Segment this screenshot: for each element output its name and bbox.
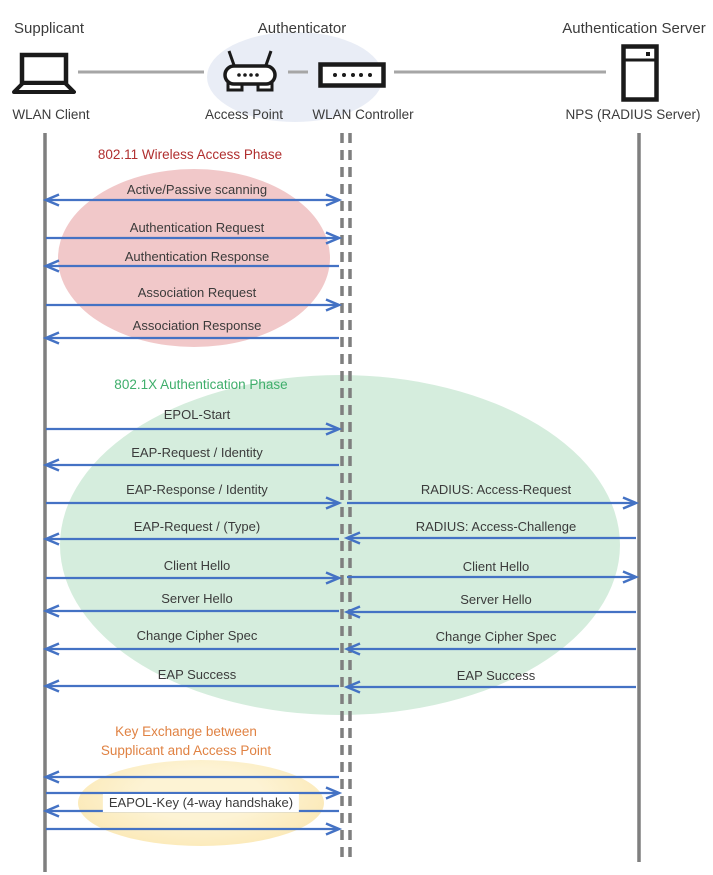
message-label: Client Hello (462, 559, 530, 574)
phase2-ellipse (60, 375, 620, 715)
phase3-title: Key Exchange between Supplicant and Acce… (101, 722, 271, 760)
message-label: EPOL-Start (163, 407, 231, 422)
wlan-controller-icon (318, 62, 386, 88)
message-arrow-left-13 (42, 770, 339, 784)
device-label-wlan-controller: WLAN Controller (312, 107, 414, 122)
message-arrow-left-5 (46, 422, 343, 436)
message-label: EAP-Request / (Type) (133, 519, 261, 534)
message-label: Authentication Request (129, 220, 265, 235)
message-arrow-right-0 (347, 496, 640, 510)
message-arrow-right-4 (343, 642, 636, 656)
message-label: EAPOL-Key (4-way handshake) (102, 794, 300, 812)
message-arrow-left-4 (42, 331, 339, 345)
message-arrow-right-5 (343, 680, 636, 694)
message-label: Association Response (132, 318, 262, 333)
message-arrow-left-11 (42, 642, 339, 656)
message-label: Authentication Response (124, 249, 270, 264)
device-label-nps-server: NPS (RADIUS Server) (565, 107, 701, 122)
message-arrow-left-6 (42, 458, 339, 472)
device-label-access-point: Access Point (204, 107, 284, 122)
message-label: RADIUS: Access-Request (420, 482, 572, 497)
message-arrow-left-16 (46, 822, 343, 836)
message-arrow-left-10 (42, 604, 339, 618)
message-label: EAP Success (157, 667, 237, 682)
phase2-title: 802.1X Authentication Phase (114, 377, 288, 392)
message-arrow-left-9 (46, 571, 343, 585)
message-arrow-left-14 (46, 786, 343, 800)
message-label: Active/Passive scanning (126, 182, 268, 197)
message-arrow-right-1 (343, 531, 636, 545)
message-arrow-left-1 (46, 231, 343, 245)
access-point-icon (220, 48, 280, 93)
role-title-supplicant: Supplicant (14, 20, 85, 37)
role-title-authenticator: Authenticator (257, 20, 347, 37)
phase1-title: 802.11 Wireless Access Phase (97, 147, 283, 162)
message-arrow-left-3 (46, 298, 343, 312)
message-label: Change Cipher Spec (136, 628, 258, 643)
message-arrow-left-8 (42, 532, 339, 546)
role-title-authentication-server: Authentication Server (562, 20, 706, 37)
message-label: Change Cipher Spec (435, 629, 557, 644)
message-label: EAP-Request / Identity (131, 445, 263, 460)
message-label: Server Hello (161, 591, 233, 606)
laptop-icon (12, 52, 76, 96)
message-label: RADIUS: Access-Challenge (415, 519, 577, 534)
phase3-title-line1: Key Exchange between (115, 724, 257, 739)
message-label: Server Hello (460, 592, 532, 607)
message-arrow-left-0 (42, 193, 343, 207)
message-arrow-right-2 (347, 570, 640, 584)
message-arrow-left-7 (46, 496, 343, 510)
device-label-wlan-client: WLAN Client (12, 107, 90, 122)
phase3-title-line2: Supplicant and Access Point (100, 743, 272, 758)
message-label: EAP Success (456, 668, 536, 683)
message-arrow-left-12 (42, 679, 339, 693)
phase1-ellipse (58, 169, 330, 347)
message-label: EAP-Response / Identity (126, 482, 268, 497)
message-arrow-left-2 (42, 259, 339, 273)
server-icon (621, 44, 659, 102)
message-label: Association Request (137, 285, 257, 300)
message-arrow-right-3 (343, 605, 636, 619)
message-label: Client Hello (163, 558, 231, 573)
